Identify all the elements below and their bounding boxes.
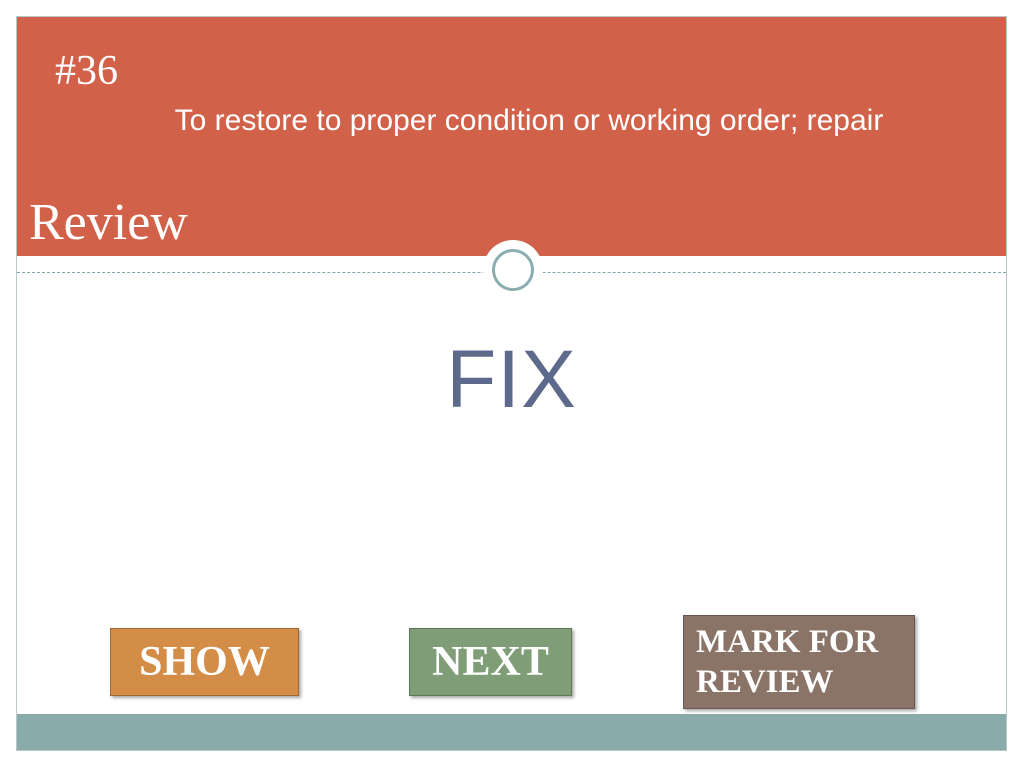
slide: #36 To restore to proper condition or wo… xyxy=(16,16,1007,751)
question-number: #36 xyxy=(55,48,118,94)
mark-for-review-button[interactable]: MARK FOR REVIEW xyxy=(683,615,915,709)
divider-circle-icon xyxy=(483,240,543,300)
footer-band xyxy=(17,714,1006,750)
definition-text: To restore to proper condition or workin… xyxy=(174,104,884,137)
mark-for-review-label: MARK FOR REVIEW xyxy=(696,624,879,700)
header-band: #36 To restore to proper condition or wo… xyxy=(17,17,1006,256)
next-button[interactable]: NEXT xyxy=(409,628,572,696)
answer-word: FIX xyxy=(446,334,577,425)
section-title: Review xyxy=(29,194,188,251)
show-button[interactable]: SHOW xyxy=(110,628,299,696)
